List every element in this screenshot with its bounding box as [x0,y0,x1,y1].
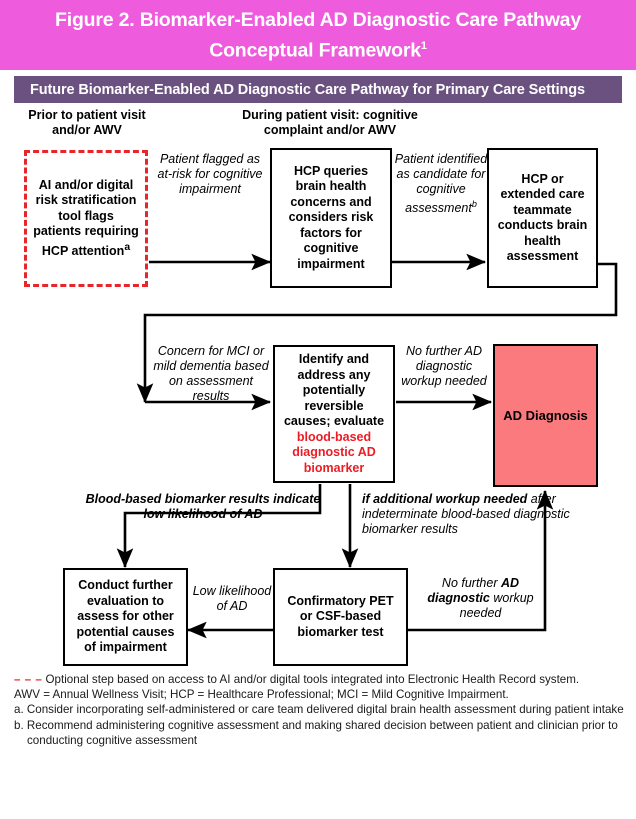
edge-label-post: workup needed [459,591,534,620]
node-label: Identify and address any potentially rev… [283,352,385,475]
node-label: Confirmatory PET or CSF-based biomarker … [287,593,394,639]
node-risk-stratification-tool[interactable]: AI and/or digital risk stratification to… [24,150,148,287]
node-label: AI and/or digital risk stratification to… [33,177,139,258]
edge-label-no-further-workup-bottom: No further AD diagnostic workup needed [418,576,543,621]
edge-label-patient-identified-candidate: Patient identified as candidate for cogn… [394,152,488,216]
edge-label-pre: No further [441,576,498,590]
title-line-2: Conceptual Framework [209,39,421,62]
node-ad-diagnosis[interactable]: AD Diagnosis [493,344,598,487]
figure-title-banner: Figure 2. Biomarker-Enabled AD Diagnosti… [0,0,636,70]
edge-label-concern-for-mci: Concern for MCI or mild dementia based o… [153,344,269,403]
flow-connectors [116,253,618,639]
title-superscript: 1 [420,39,427,52]
node-label: AD Diagnosis [503,407,588,423]
edge-label-bold-part: if additional workup needed [362,492,528,506]
column-heading-during-visit: During patient visit: cognitive complain… [242,108,418,137]
edge-label-low-likelihood-of-ad: Low likelihood of AD [192,584,272,613]
node-confirmatory-pet-csf-test[interactable]: Confirmatory PET or CSF-based biomarker … [273,568,408,666]
page-title: Figure 2. Biomarker-Enabled AD Diagnosti… [37,7,599,64]
column-heading-prior-to-visit: Prior to patient visit and/or AWV [28,108,146,137]
edge-label-patient-flagged: Patient flagged as at-risk for cognitive… [157,152,263,196]
edge-confirmatory-to-ad-diagnosis [408,489,554,632]
footnote-a: a. Consider incorporating self-administe… [14,703,624,717]
node-label-highlight: blood-based diagnostic AD biomarker [292,429,376,475]
node-brain-health-assessment[interactable]: HCP or extended care teammate conducts b… [487,148,598,288]
footnotes-block: – – – Optional step based on access to A… [14,672,628,748]
edge-label-blood-based-low-likelihood: Blood-based biomarker results indicate l… [85,492,321,521]
node-label: HCP queries brain health concerns and co… [288,163,374,271]
node-conduct-further-evaluation[interactable]: Conduct further evaluation to assess for… [63,568,188,666]
edge-label-if-additional-workup: if additional workup needed after indete… [362,492,572,537]
footnote-abbreviations: AWV = Annual Wellness Visit; HCP = Healt… [14,688,509,702]
footnote-b: b. Recommend administering cognitive ass… [14,718,618,747]
subheader-label: Future Biomarker-Enabled AD Diagnostic C… [30,81,585,98]
dashed-legend-marker: – – – [14,673,43,686]
edge-identify-to-conduct-eval [116,484,322,569]
node-label: Conduct further evaluation to assess for… [76,578,175,655]
node-label: HCP or extended care teammate conducts b… [497,171,588,264]
footnote-optional-step-text: Optional step based on access to AI and/… [45,673,580,686]
node-hcp-queries-brain-health[interactable]: HCP queries brain health concerns and co… [270,148,392,288]
subheader-bar: Future Biomarker-Enabled AD Diagnostic C… [14,76,622,103]
flowchart-canvas: Prior to patient visit and/or AWV During… [0,104,636,670]
node-identify-address-reversible-causes[interactable]: Identify and address any potentially rev… [273,345,395,483]
title-line-1: Figure 2. Biomarker-Enabled AD Diagnosti… [55,8,581,31]
edge-label-no-further-workup-top: No further AD diagnostic workup needed [401,344,487,388]
edge-label-bold-part: AD diagnostic [427,576,520,605]
edge-assessment-to-identify-vert [136,262,618,404]
footnote-optional-step: – – – Optional step based on access to A… [14,672,628,687]
edge-label-rest: after indeterminate blood-based diagnost… [362,492,570,536]
